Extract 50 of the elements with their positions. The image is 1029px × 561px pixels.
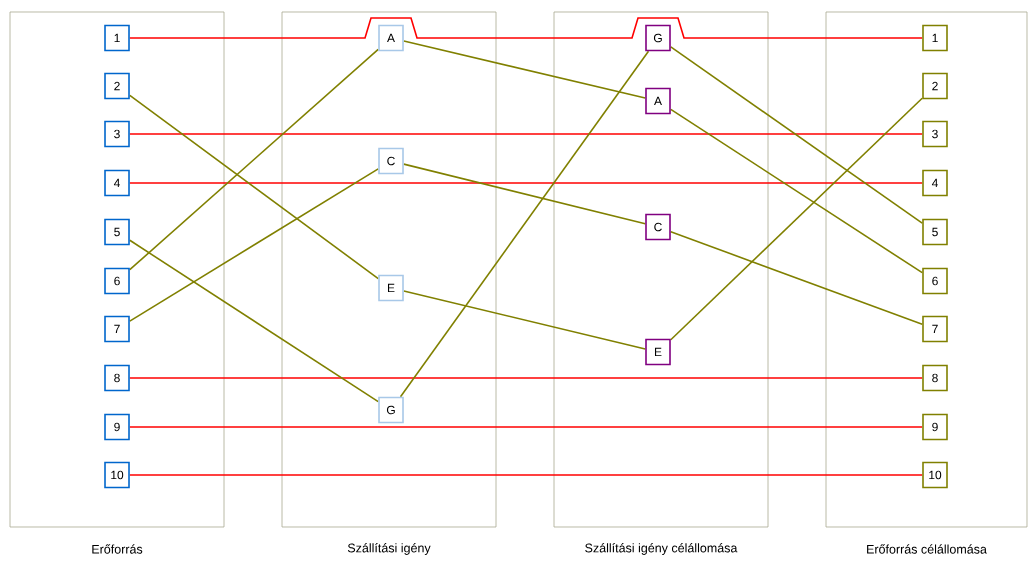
label-box: 10 [104,461,130,489]
connector-line [129,48,379,271]
label-box: 4 [104,169,130,197]
label-box: G [378,396,404,424]
connector-line [129,474,923,476]
connector-line [403,163,646,225]
label-box: 6 [922,267,948,295]
label-box: 8 [104,364,130,392]
connector-line [129,377,923,379]
label-box: 5 [922,218,948,246]
connector-line [129,426,923,428]
label-box: 9 [922,413,948,441]
connector-line [670,46,923,224]
label-box: 3 [922,120,948,148]
label-box: E [645,338,671,366]
label-box: 10 [922,461,948,489]
label-box: 7 [104,315,130,343]
label-box: 1 [104,24,130,52]
connector-line [129,94,379,280]
label-box: C [378,147,404,175]
label-box: 8 [922,364,948,392]
label-box: 6 [104,267,130,295]
label-box: 2 [104,72,130,100]
node-label: Szállítási igény [347,543,431,555]
label-box: A [645,87,671,115]
label-box: A [378,24,404,52]
connector-line [129,168,379,322]
node-label: Szállítási igény célállomása [585,543,738,555]
connector-line [399,50,650,398]
connector-line [670,230,923,326]
connector-line [129,133,923,135]
connector-line [670,108,923,274]
connector-line [403,290,646,350]
label-box: 3 [104,120,130,148]
label-box: E [378,274,404,302]
label-box: 4 [922,169,948,197]
connector-line [129,239,379,403]
connector-line [129,17,923,39]
label-box: 9 [104,413,130,441]
connector-line [403,40,646,99]
node-label: Erőforrás célállomása [867,544,987,554]
label-box: 5 [104,218,130,246]
label-box: 2 [922,72,948,100]
connector-line [129,182,923,184]
label-box: G [645,24,671,52]
label-box: C [645,213,671,241]
node-label: Erőforrás [92,544,143,554]
label-box: 1 [922,24,948,52]
connector-line [670,97,923,341]
label-box: 7 [922,315,948,343]
